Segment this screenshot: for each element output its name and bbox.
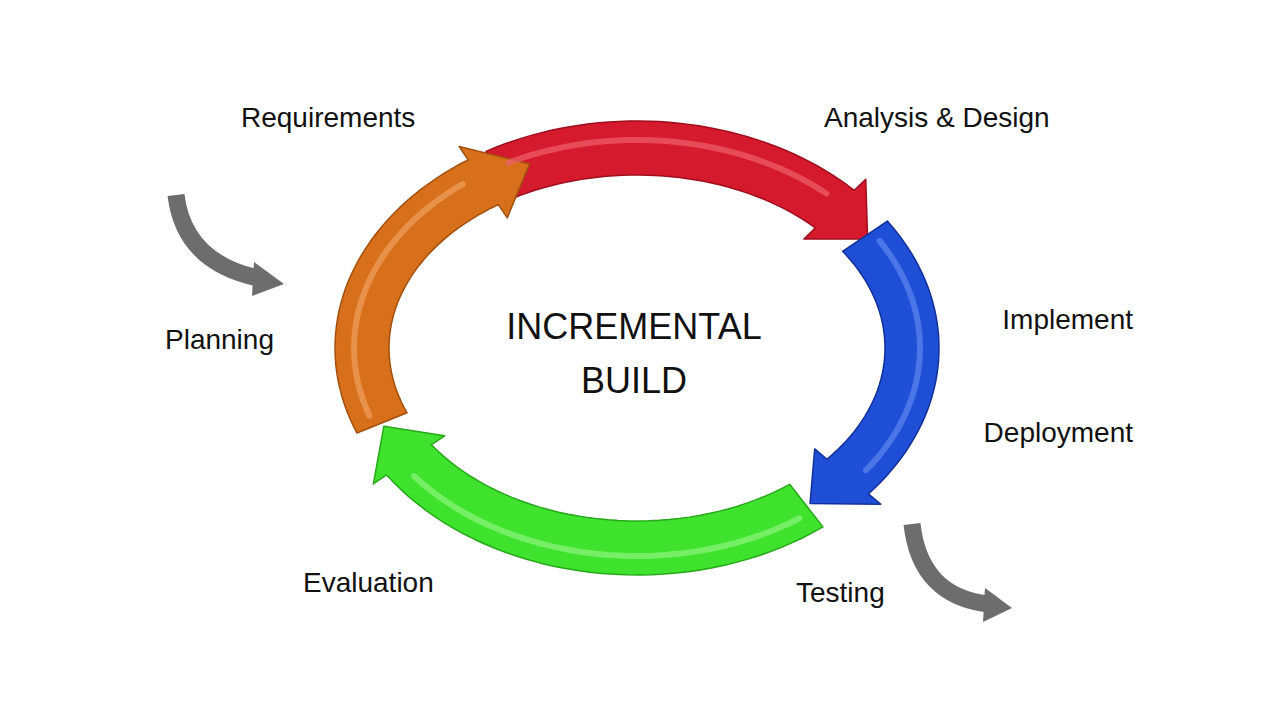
input-arrow <box>176 195 258 278</box>
phase-label: Planning <box>165 323 274 357</box>
phase-label: Requirements <box>241 101 415 135</box>
phase-label: Analysis & Design <box>824 101 1050 135</box>
center-label: INCREMENTAL BUILD <box>469 300 799 408</box>
implement-arrow <box>810 221 939 504</box>
requirements-arrow <box>486 121 868 239</box>
arrow-highlight <box>866 241 920 470</box>
phase-label: Deployment <box>984 416 1133 450</box>
phase-label: Evaluation <box>303 566 434 600</box>
arrow-highlight <box>509 140 827 193</box>
flow-arrows <box>176 195 1012 622</box>
arrow-highlight <box>354 184 463 416</box>
phase-label: Testing <box>796 576 885 610</box>
arrow-head <box>983 588 1012 622</box>
arrow-highlight <box>414 476 799 556</box>
output-arrow <box>912 524 988 604</box>
phase-label: Implement <box>1002 303 1133 337</box>
planning-arrow <box>335 147 530 433</box>
cycle-ring <box>335 121 939 575</box>
evaluation-arrow <box>373 426 823 575</box>
arrow-head <box>252 262 284 296</box>
